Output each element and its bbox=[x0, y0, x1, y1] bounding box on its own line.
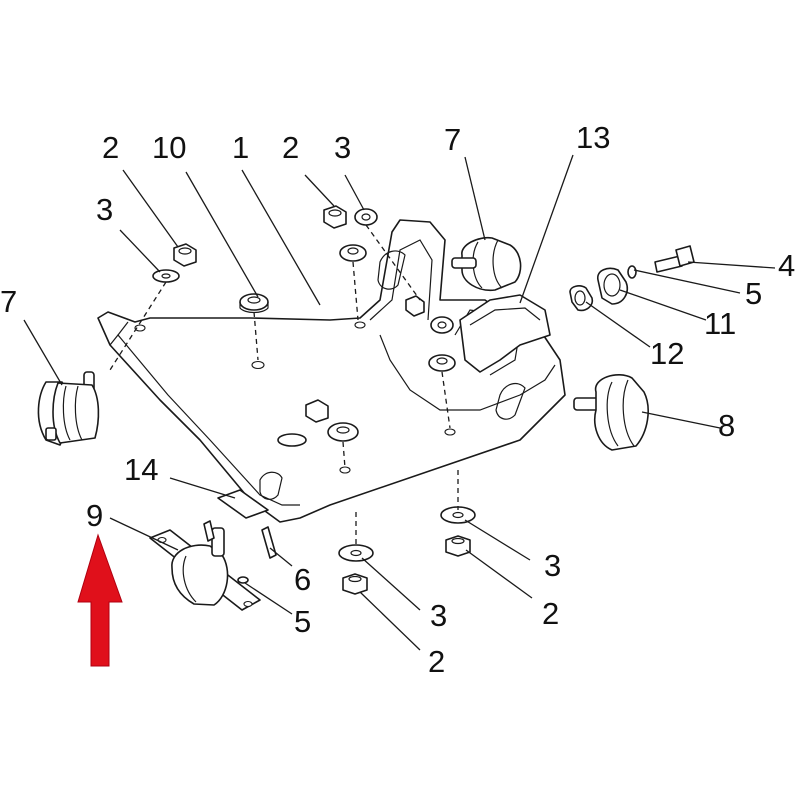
leader-lines bbox=[23, 154, 776, 651]
callout-2-top-center: 2 bbox=[282, 130, 299, 165]
callout-7-left: 7 bbox=[0, 284, 17, 319]
callout-3-top-left: 3 bbox=[96, 192, 113, 227]
rubber-mount-right-part-8 bbox=[573, 374, 649, 451]
nut-inner bbox=[405, 295, 425, 317]
callout-4: 4 bbox=[778, 248, 795, 283]
callout-10: 10 bbox=[152, 130, 186, 165]
callout-3-top-center: 3 bbox=[334, 130, 351, 165]
bolt-part-4 bbox=[654, 245, 695, 273]
assembly-axis-lines bbox=[109, 224, 459, 548]
mounting-plate bbox=[97, 219, 566, 523]
nut-top-left bbox=[173, 243, 197, 267]
bracket-part-13 bbox=[459, 294, 551, 373]
callout-6: 6 bbox=[294, 562, 311, 597]
callout-2-top-left: 2 bbox=[102, 130, 119, 165]
washer-part-10 bbox=[239, 293, 269, 314]
washer-plate-top bbox=[339, 244, 367, 262]
callout-11: 11 bbox=[704, 306, 736, 341]
spring-washer-part-5-left bbox=[237, 576, 249, 584]
nut-mid-plate bbox=[305, 399, 329, 423]
callout-14: 14 bbox=[124, 452, 158, 487]
mount-base-part-9 bbox=[149, 527, 261, 611]
spring-washer-part-5-right bbox=[627, 265, 637, 279]
nut-lower-center bbox=[342, 573, 368, 595]
washer-plate-left bbox=[327, 422, 359, 442]
washer-top-center bbox=[354, 208, 378, 226]
washer-plate-right bbox=[428, 354, 456, 372]
callout-13: 13 bbox=[576, 120, 610, 155]
rubber-mount-left-part-7 bbox=[37, 371, 100, 446]
callout-2-lower-center: 2 bbox=[428, 644, 445, 679]
nut-lower-right bbox=[445, 535, 471, 557]
callout-8: 8 bbox=[718, 408, 735, 443]
callout-5-left: 5 bbox=[294, 604, 311, 639]
callout-7-top: 7 bbox=[444, 122, 461, 157]
rubber-mount-top-part-7 bbox=[451, 236, 522, 292]
callout-3-lower-center: 3 bbox=[430, 598, 447, 633]
washer-lower-center bbox=[338, 544, 374, 562]
spacer-part-12 bbox=[569, 285, 594, 312]
cup-part-11 bbox=[597, 267, 628, 305]
callout-1: 1 bbox=[232, 130, 249, 165]
callout-3-lower-right: 3 bbox=[544, 548, 561, 583]
callout-5-right: 5 bbox=[745, 276, 762, 311]
washer-mid-plate bbox=[277, 433, 307, 447]
callout-9: 9 bbox=[86, 498, 103, 533]
washer-inner bbox=[430, 316, 454, 334]
callout-2-lower-right: 2 bbox=[542, 596, 559, 631]
callout-labels: 1 10 2 3 7 2 3 7 13 4 5 11 12 8 3 2 3 2 … bbox=[0, 120, 795, 679]
up-arrow-icon bbox=[77, 533, 123, 667]
washer-top-left bbox=[152, 269, 180, 283]
callout-12: 12 bbox=[650, 336, 684, 371]
nut-top-center bbox=[323, 205, 347, 229]
